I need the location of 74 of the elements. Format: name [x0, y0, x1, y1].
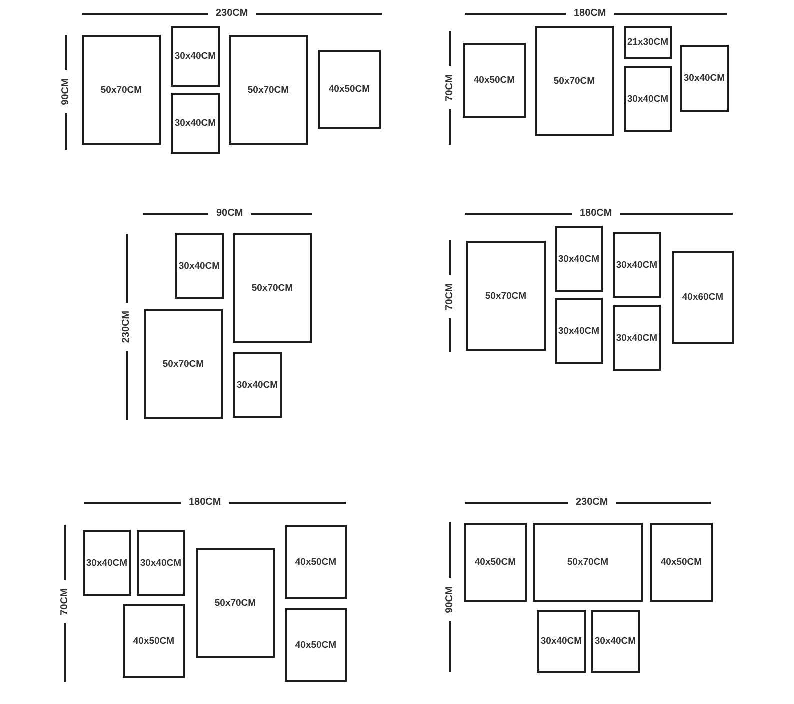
picture-frame [466, 241, 546, 351]
picture-frame [463, 43, 526, 118]
frame-size-label: 40x50CM [295, 640, 337, 650]
picture-frame [123, 604, 185, 678]
frame-size-label: 40x60CM [682, 292, 724, 303]
frame-size-label: 30x40CM [236, 380, 278, 390]
frame-size-label: 40x50CM [474, 557, 516, 568]
picture-frame [144, 309, 223, 419]
picture-frame [318, 50, 381, 129]
frame-size-label: 50x70CM [252, 282, 294, 294]
picture-frame [624, 66, 672, 132]
frame-size-label: 40x50CM [295, 556, 337, 568]
picture-frame [229, 35, 308, 145]
picture-frame [83, 530, 131, 596]
picture-frame [233, 233, 312, 343]
dimension-label: 70CM [58, 588, 71, 616]
picture-frame [591, 610, 640, 673]
picture-frame [233, 352, 282, 418]
picture-frame [175, 233, 224, 299]
frame-size-label: 30x40CM [627, 94, 669, 104]
frame-size-label: 30x40CM [558, 326, 600, 336]
picture-frame [171, 26, 220, 87]
picture-frame [555, 298, 603, 364]
frame-size-label: 50x70CM [567, 557, 609, 568]
picture-frame [285, 608, 347, 682]
picture-frame [285, 525, 347, 599]
dimension-label: 70CM [444, 284, 456, 310]
picture-frame [196, 548, 275, 658]
picture-frame [650, 523, 713, 602]
frame-size-label: 40x50CM [474, 75, 516, 86]
dimension-label: 180CM [574, 8, 606, 20]
dimension-label: 90CM [216, 208, 244, 220]
frame-size-label: 50x70CM [162, 358, 204, 370]
dimension-label: 230CM [121, 310, 134, 344]
frame-size-label: 50x70CM [485, 290, 527, 302]
frame-size-label: 50x70CM [554, 76, 596, 86]
frame-size-label: 30x40CM [540, 636, 582, 647]
frame-size-label: 40x50CM [133, 636, 175, 646]
frame-size-label: 21x30CM [627, 37, 669, 48]
frame-size-label: 30x40CM [174, 51, 216, 62]
picture-frame [535, 26, 614, 136]
frame-size-label: 40x50CM [660, 557, 702, 568]
frame-size-label: 30x40CM [616, 260, 658, 270]
frame-size-label: 30x40CM [178, 260, 220, 272]
dimension-label: 90CM [444, 586, 456, 614]
frame-size-label: 40x50CM [328, 84, 370, 95]
picture-frame [555, 226, 603, 292]
picture-frame [137, 530, 185, 596]
frame-size-label: 30x40CM [616, 332, 658, 344]
frame-size-label: 30x40CM [140, 558, 182, 568]
frame-size-label: 50x70CM [248, 84, 290, 96]
frame-size-label: 30x40CM [86, 558, 128, 568]
picture-frame [680, 45, 729, 112]
picture-frame [613, 305, 661, 371]
dimension-label: 230CM [576, 497, 608, 509]
frame-size-label: 50x70CM [214, 598, 256, 608]
picture-frame [533, 523, 643, 602]
picture-frame [537, 610, 586, 673]
picture-frame [464, 523, 527, 602]
dimension-label: 90CM [60, 78, 72, 106]
picture-frame [624, 26, 672, 59]
picture-frame [82, 35, 161, 145]
frame-size-label: 30x40CM [684, 73, 726, 84]
dimension-label: 180CM [580, 208, 612, 220]
picture-frame [613, 232, 661, 298]
frame-size-label: 50x70CM [100, 84, 142, 96]
frame-size-label: 30x40CM [594, 636, 636, 647]
dimension-label: 70CM [444, 74, 456, 102]
dimension-label: 230CM [216, 8, 248, 20]
frame-size-label: 30x40CM [558, 254, 600, 264]
picture-frame [672, 251, 734, 344]
picture-frame [171, 93, 220, 154]
dimension-label: 180CM [189, 497, 222, 509]
frame-size-label: 30x40CM [174, 118, 216, 129]
